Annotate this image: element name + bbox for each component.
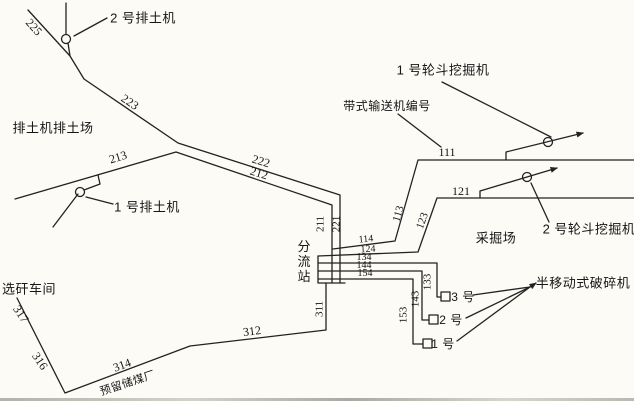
excavator-2-leader-line xyxy=(530,182,550,223)
conveyor-line-225-223-222-221 xyxy=(27,9,341,284)
excavator-1-icon xyxy=(542,136,554,148)
conveyor-number-133: 133 xyxy=(421,273,434,291)
conveyor-number-154: 154 xyxy=(357,268,373,279)
crusher-2-box xyxy=(428,314,439,325)
label-crusher-2: 2 号 xyxy=(439,313,463,327)
crusher-leader-line-3 xyxy=(472,286,531,296)
label-gangue-sorting-workshop: 选矸车间 xyxy=(1,281,57,297)
label-diversion-station: 分流站 xyxy=(295,239,311,285)
spreader-2-leader-line xyxy=(73,17,108,37)
label-mining-area: 采掘场 xyxy=(475,230,517,246)
label-crusher-1: 1 号 xyxy=(431,337,455,351)
spreader-1-icon xyxy=(74,186,86,198)
excavator-1-leader-line xyxy=(441,81,552,138)
conveyor-number-153: 153 xyxy=(397,306,410,324)
conveyor-line-124-123-121 xyxy=(317,197,634,257)
spreader-1-leader-line xyxy=(85,196,114,205)
conveyor-line-114-113-111 xyxy=(332,159,634,250)
conveyor-number-121: 121 xyxy=(452,184,470,198)
label-belt-conveyor-numbering: 带式输送机编号 xyxy=(343,99,431,113)
conveyor-number-143: 143 xyxy=(409,290,422,308)
crusher-leader-line-2 xyxy=(465,286,531,319)
conveyor-number-111: 111 xyxy=(438,145,456,159)
excavator-1-boom-arrow xyxy=(505,131,584,161)
label-crusher-3: 3 号 xyxy=(451,290,475,304)
conveyor-numbering-leader-line xyxy=(397,113,442,148)
conveyor-number-211: 211 xyxy=(314,215,327,233)
conveyor-line-213-212-211 xyxy=(14,151,333,284)
excavator-2-icon xyxy=(521,171,533,183)
label-spreader-no2: 2 号排土机 xyxy=(110,10,176,26)
conveyor-number-134: 134 xyxy=(356,252,372,263)
conveyor-line-134-133 xyxy=(317,262,442,298)
label-dump-area: 排土机排土场 xyxy=(12,120,94,136)
conveyor-number-144: 144 xyxy=(356,260,372,271)
label-excavator-no2: 2 号轮斗挖掘机 xyxy=(542,221,634,237)
crusher-leader-line-1 xyxy=(456,286,531,342)
spreader-2-mast-line xyxy=(65,2,71,57)
label-excavator-no1: 1 号轮斗挖掘机 xyxy=(396,62,490,78)
diversion-station-box xyxy=(317,255,346,284)
label-spreader-no1: 1 号排土机 xyxy=(114,199,180,215)
crusher-3-box xyxy=(440,291,451,302)
conveyor-line-311-312-314-316-317 xyxy=(16,282,327,394)
crusher-leader-arrow xyxy=(528,282,537,290)
conveyor-line-144-143 xyxy=(317,270,430,321)
spreader-2-icon xyxy=(60,33,72,45)
conveyor-number-221: 221 xyxy=(330,215,343,233)
crusher-1-box xyxy=(422,338,433,349)
excavator-2-boom-arrow xyxy=(479,166,558,199)
conveyor-number-311: 311 xyxy=(313,300,326,318)
scan-artifact-bottom-edge xyxy=(0,398,634,401)
spreader-1-boom-line xyxy=(52,174,101,228)
label-semi-mobile-crusher: 半移动式破碎机 xyxy=(535,275,631,291)
conveyor-number-312: 312 xyxy=(242,322,262,340)
conveyor-line-154-153 xyxy=(317,278,424,345)
